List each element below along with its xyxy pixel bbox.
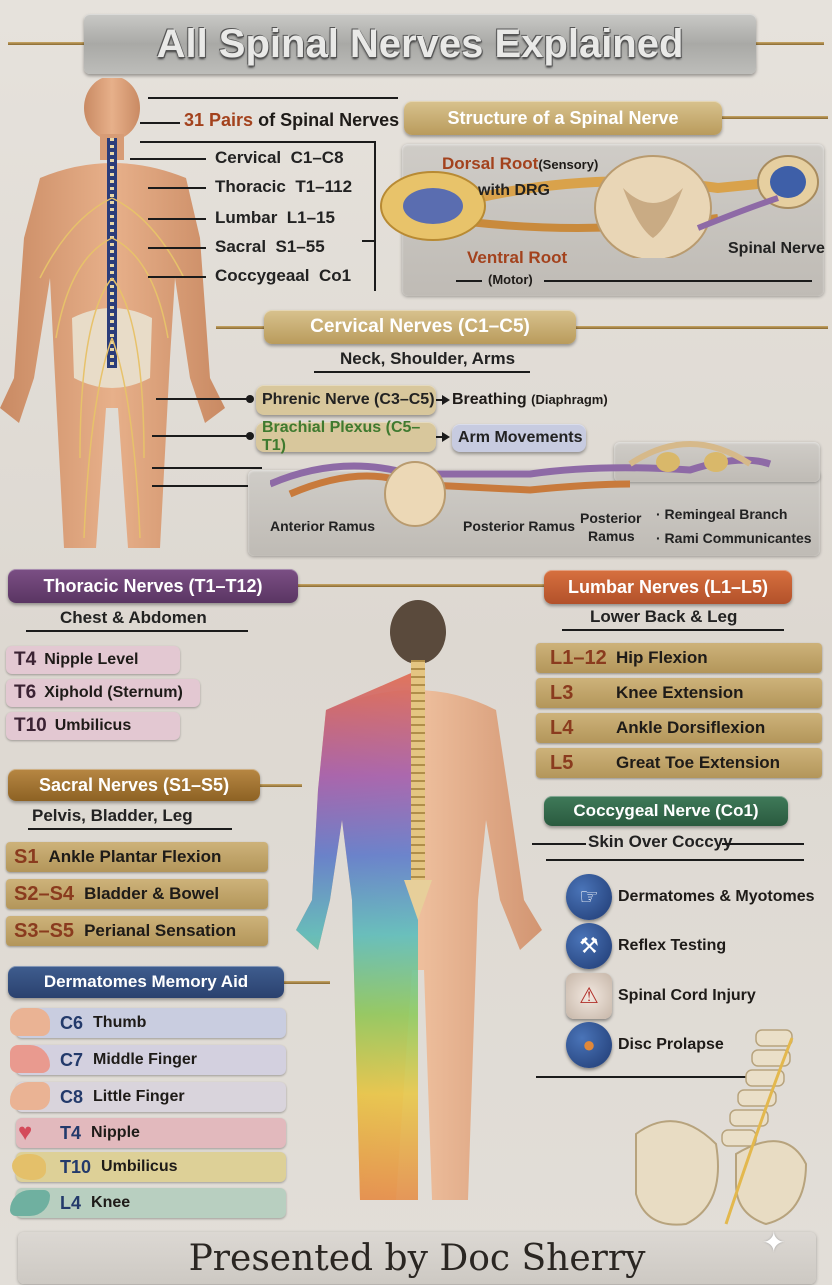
- cervical-subtitle: Neck, Shoulder, Arms: [340, 349, 516, 368]
- hammer-icon: ⚒: [566, 923, 612, 969]
- hand-icon: ☞: [566, 874, 612, 920]
- thumb-icon: [10, 1008, 50, 1036]
- back-anatomy-figure: [0, 78, 225, 548]
- anterior-ramus-label: Anterior Ramus: [270, 518, 376, 534]
- region-thoracic: Thoracic T1–112: [215, 177, 353, 196]
- pairs-heading: 31 Pairs of Spinal Nerves: [184, 110, 399, 131]
- nerve-cross-section-diagram: [380, 155, 819, 258]
- sacral-heading: Sacral Nerves (S1–S5): [8, 769, 260, 801]
- middle-finger-icon: [10, 1045, 50, 1073]
- structure-heading: Structure of a Spinal Nerve: [404, 101, 722, 135]
- posterior-ramus-label: Posterior Ramus: [463, 518, 576, 534]
- lumbar-heading: Lumbar Nerves (L1–L5): [544, 570, 792, 604]
- region-sacral: Sacral S1–55: [215, 237, 325, 256]
- ventral-root-label: Ventral Root: [467, 248, 568, 267]
- pairs-label: of Spinal Nerves: [258, 110, 400, 130]
- little-finger-icon: [10, 1082, 50, 1110]
- sparkle-icon: ✦: [762, 1227, 786, 1258]
- brachial-plexus-label: Brachial Plexus (C5–T1): [256, 419, 436, 454]
- lumbar-subtitle: Lower Back & Leg: [590, 607, 738, 626]
- thoracic-heading: Thoracic Nerves (T1–T12): [8, 569, 298, 603]
- region-coccygeal: Coccygeaal Co1: [215, 266, 352, 285]
- posterior-ramus-2b-label: Ramus: [588, 528, 635, 544]
- rami-diagram: [270, 441, 772, 527]
- app-spinal-injury: ⚠ Spinal Cord Injury: [566, 973, 756, 1019]
- thoracic-subtitle: Chest & Abdomen: [60, 608, 207, 627]
- disc-icon: ●: [566, 1022, 612, 1068]
- sacral-subtitle: Pelvis, Bladder, Leg: [32, 806, 193, 825]
- dorsal-root-label: Dorsal Root(Sensory): [442, 154, 599, 173]
- ventral-note-label: (Motor): [488, 272, 533, 287]
- dermatome-figure: [296, 600, 542, 1200]
- phrenic-function: Breathing (Diaphragm): [452, 391, 608, 408]
- rami-communicantes-label: · Rami Communicantes: [656, 530, 812, 546]
- app-reflex: ⚒ Reflex Testing: [566, 923, 726, 969]
- phrenic-nerve-label: Phrenic Nerve (C3–C5): [256, 385, 436, 415]
- meningeal-branch-label: · Remingeal Branch: [656, 506, 788, 522]
- arm-movements-label: Arm Movements: [452, 424, 586, 452]
- coccygeal-heading: Coccygeal Nerve (Co1): [544, 796, 788, 826]
- spine-injury-icon: ⚠: [566, 973, 612, 1019]
- heart-icon: ♥: [18, 1119, 33, 1146]
- region-cervical: Cervical C1–C8: [215, 148, 344, 167]
- drg-label: with DRG: [478, 182, 550, 199]
- pelvis-spine-illustration: [635, 1029, 808, 1226]
- app-dermatomes: ☞ Dermatomes & Myotomes: [566, 874, 815, 920]
- coccygeal-subtitle: Skin Over Coccyy: [588, 832, 733, 851]
- cervical-heading: Cervical Nerves (C1–C5): [264, 310, 576, 344]
- region-lumbar: Lumbar L1–15: [215, 208, 335, 227]
- umbilicus-icon: [12, 1154, 46, 1180]
- page-title: All Spinal Nerves Explained: [84, 14, 756, 74]
- memory-aid-heading: Dermatomes Memory Aid: [8, 966, 284, 998]
- rami-panel: [248, 470, 820, 556]
- app-disc: ● Disc Prolapse: [566, 1022, 724, 1068]
- posterior-ramus-2a-label: Posterior: [580, 510, 642, 526]
- pairs-count: 31 Pairs: [184, 110, 254, 130]
- spinal-nerve-label: Spinal Nerve: [728, 240, 825, 257]
- footer-credit: Presented by Doc Sherry: [18, 1232, 816, 1284]
